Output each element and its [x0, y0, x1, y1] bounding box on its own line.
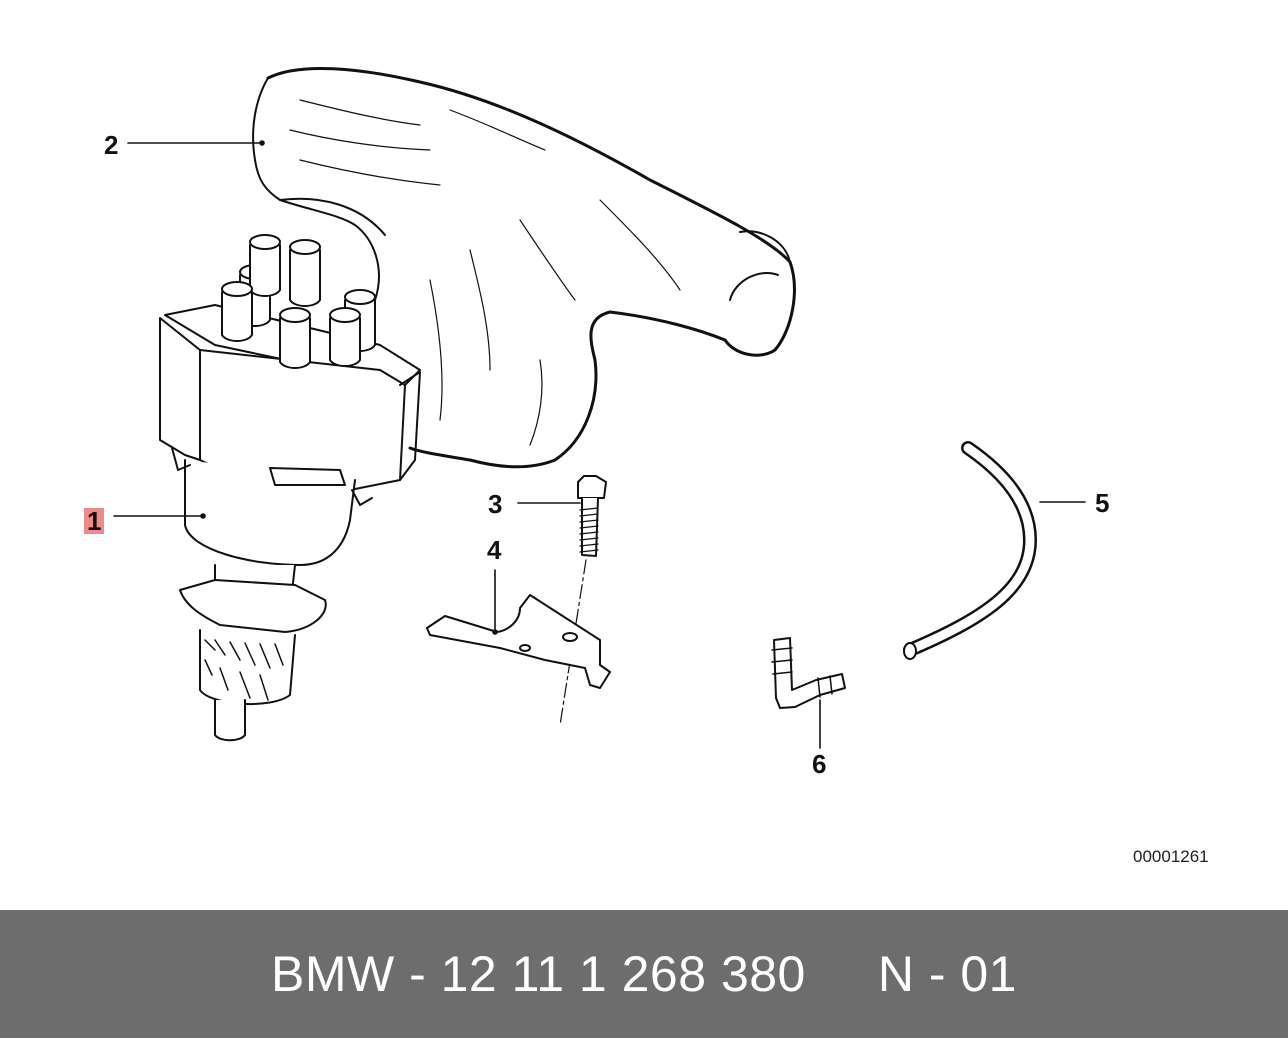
hose-drawing [903, 441, 1037, 660]
leader-dot-4 [492, 629, 498, 635]
part-number-text: BMW - 12 11 1 268 380 N - 01 [271, 946, 1017, 1002]
bolt-drawing [559, 475, 607, 726]
leader-dot-2 [259, 140, 265, 146]
parts-diagram: 1 2 3 4 5 6 00001261 [84, 67, 1209, 866]
callout-2[interactable]: 2 [104, 130, 119, 160]
callout-5[interactable]: 5 [1095, 488, 1110, 518]
diagram-drawing [113, 67, 1086, 749]
distributor-drawing [159, 234, 421, 742]
diagram-reference-number: 00001261 [1133, 847, 1209, 866]
leader-lines [113, 140, 1086, 749]
callout-4[interactable]: 4 [487, 535, 502, 565]
part-number-banner: BMW - 12 11 1 268 380 N - 01 [0, 910, 1288, 1038]
elbow-connector-drawing [771, 637, 846, 709]
leader-dot-1 [200, 513, 206, 519]
callout-3[interactable]: 3 [488, 489, 503, 519]
callout-1[interactable]: 1 [84, 508, 105, 534]
callout-6[interactable]: 6 [812, 749, 827, 779]
bracket-drawing [426, 594, 611, 689]
boot-cover-drawing [252, 67, 796, 469]
